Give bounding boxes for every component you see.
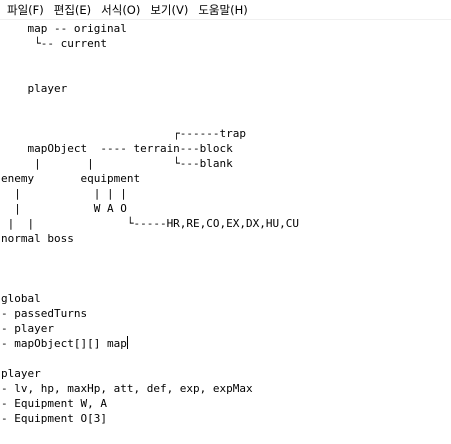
menu-help[interactable]: 도움말(H) xyxy=(198,2,248,17)
menu-view[interactable]: 보기(V) xyxy=(150,2,189,17)
text-caret xyxy=(126,336,128,349)
menu-file[interactable]: 파일(F) xyxy=(7,2,44,17)
text-after-caret: player - lv, hp, maxHp, att, def, exp, e… xyxy=(1,367,253,425)
text-before-caret: map -- original └-- current player ┌----… xyxy=(1,22,300,350)
menu-format[interactable]: 서식(O) xyxy=(101,2,141,17)
document-text[interactable]: map -- original └-- current player ┌----… xyxy=(0,21,451,426)
menu-edit[interactable]: 편집(E) xyxy=(53,2,92,17)
menu-bar: 파일(F) 편집(E) 서식(O) 보기(V) 도움말(H) xyxy=(0,0,451,20)
text-editor-area[interactable]: map -- original └-- current player ┌----… xyxy=(0,21,451,444)
